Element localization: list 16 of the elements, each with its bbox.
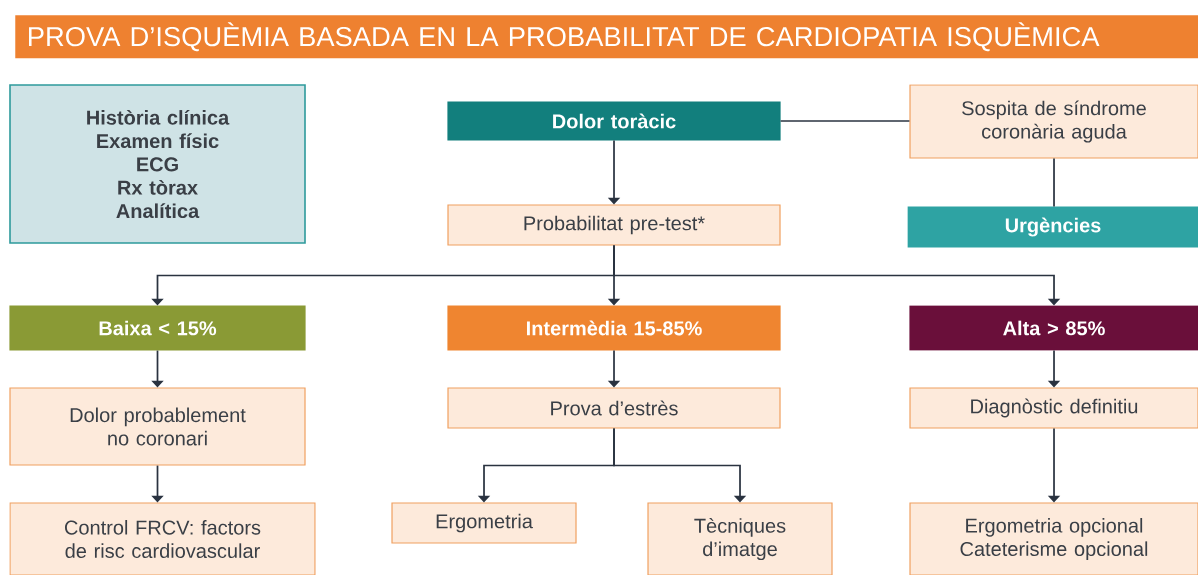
header-box: Urgències <box>907 206 1198 248</box>
process-box: Ergometria <box>391 502 577 544</box>
process-box: Probabilitat pre-test* <box>447 204 781 246</box>
process-box: Sospita de síndrome coronària aguda <box>909 84 1198 159</box>
category-box: Baixa < 15% <box>9 305 306 351</box>
process-box: Dolor probablement no coronari <box>9 387 306 466</box>
process-box: Diagnòstic definitiu <box>909 387 1198 429</box>
header-box: Dolor toràcic <box>447 101 781 141</box>
process-box: Control FRCV: factors de risc cardiovascular <box>9 502 316 575</box>
process-box: Prova d’estrès <box>447 387 781 429</box>
process-box: Ergometria opcional Cateterisme opcional <box>909 502 1198 575</box>
category-box: Intermèdia 15-85% <box>447 305 781 351</box>
info-box: Història clínica Examen físic ECG Rx tòrax Analítica <box>9 84 306 244</box>
title-band: PROVA D’ISQUÈMIA BASADA EN LA PROBABILITAT DE CARDIOPATIA ISQUÈMICA <box>15 15 1198 59</box>
category-box: Alta > 85% <box>909 305 1198 351</box>
process-box: Tècniques d’imatge <box>647 502 833 575</box>
